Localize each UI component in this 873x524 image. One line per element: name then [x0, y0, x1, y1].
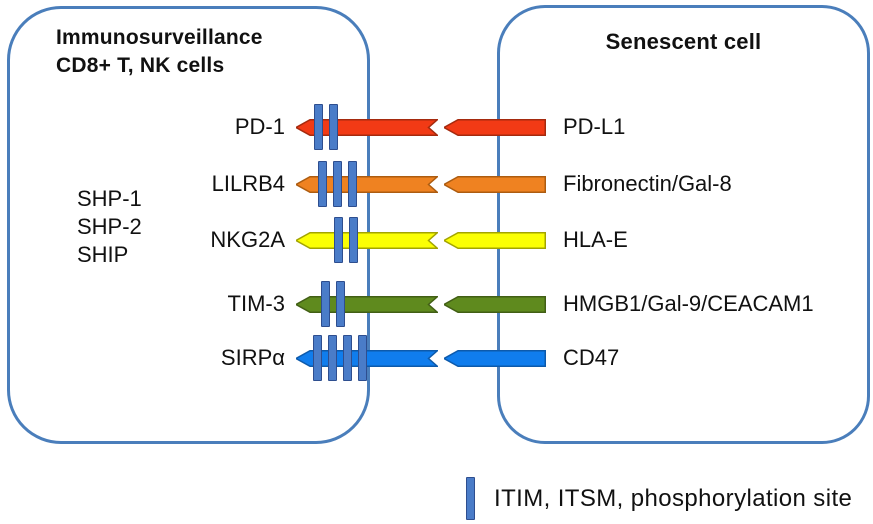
senescent-cell-title: Senescent cell [605, 29, 762, 54]
itim-sites [313, 335, 367, 381]
receptor-label: PD-1 [234, 114, 285, 139]
signaling-molecule-ship: SHIP [77, 242, 129, 267]
immunosurveillance-cell-outline [7, 6, 370, 444]
itim-sites [314, 104, 338, 150]
itim-bar [328, 335, 337, 381]
itim-bar [358, 335, 367, 381]
itim-bar [318, 161, 327, 207]
senescent-cell-outline [497, 5, 870, 444]
itim-bar [343, 335, 352, 381]
itim-bar [334, 217, 343, 263]
receptor-label: NKG2A [210, 227, 285, 252]
itim-bar [329, 104, 338, 150]
legend: ITIM, ITSM, phosphorylation site [466, 477, 852, 520]
receptor-arrow [296, 295, 438, 313]
receptor-arrow [296, 175, 438, 193]
itim-sites [321, 281, 345, 327]
receptor-arrow [296, 231, 438, 249]
receptor-label: SIRPα [220, 345, 285, 370]
itim-bar [313, 335, 322, 381]
receptor-label: LILRB4 [211, 171, 285, 196]
ligand-label: CD47 [563, 345, 620, 370]
ligand-arrow [444, 231, 546, 249]
ligand-label: PD-L1 [563, 114, 626, 139]
signaling-molecule-shp1: SHP-1 [77, 186, 142, 211]
ligand-label: Fibronectin/Gal-8 [563, 171, 732, 196]
immunosurveillance-title-line1: Immunosurveillance [56, 26, 263, 49]
intracellular-signaling-list: SHP-1 SHP-2 SHIP [77, 185, 142, 269]
ligand-arrow [444, 295, 546, 313]
itim-sites [318, 161, 357, 207]
itim-bar [314, 104, 323, 150]
legend-label: ITIM, ITSM, phosphorylation site [494, 484, 853, 512]
itim-bar [336, 281, 345, 327]
itim-site-legend-marker [466, 477, 475, 520]
itim-bar [348, 161, 357, 207]
signaling-molecule-shp2: SHP-2 [77, 214, 142, 239]
ligand-arrow [444, 118, 546, 136]
immunosurveillance-cell-title: Immunosurveillance CD8+ T, NK cells [56, 24, 263, 80]
itim-bar [349, 217, 358, 263]
ligand-arrow [444, 175, 546, 193]
ligand-label: HMGB1/Gal-9/CEACAM1 [563, 291, 814, 316]
receptor-label: TIM-3 [227, 291, 285, 316]
itim-bar [321, 281, 330, 327]
itim-bar [333, 161, 342, 207]
itim-sites [334, 217, 358, 263]
immunosurveillance-title-line2: CD8+ T, NK cells [56, 54, 225, 77]
ligand-arrow [444, 349, 546, 367]
ligand-label: HLA-E [563, 227, 628, 252]
